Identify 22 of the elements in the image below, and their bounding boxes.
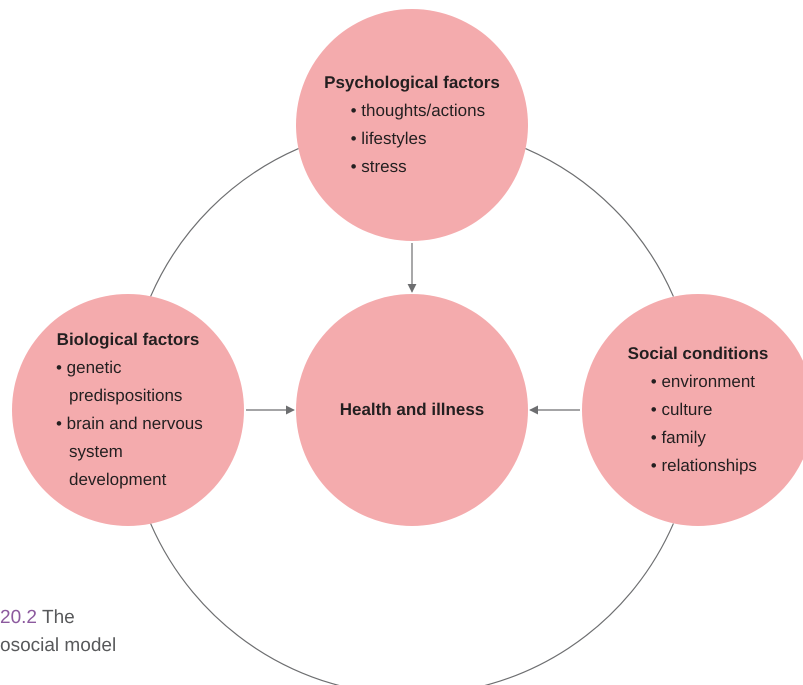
bullet-item: • family [650,427,707,449]
connector-arc [150,148,299,297]
caption-text: osocial model [0,634,118,658]
circle-heading: Psychological factors [324,72,500,94]
bullet-item: • lifestyles [350,128,428,150]
bullet-item: • stress [350,156,408,178]
bullet-item: • relationships [650,455,758,477]
bullet-item: • culture [650,399,714,421]
arrow [408,243,416,293]
arrow [529,406,580,414]
figure-number: 20.2 [0,607,37,628]
bullet-item: • thoughts/actions [350,100,486,122]
connector-arc [525,148,674,297]
connector-arc [150,523,674,685]
bullet-item: • environment [650,371,756,393]
bullet-item: • genetic predispositions [56,357,184,407]
circle-heading: Social conditions [628,343,768,365]
caption-text: The [42,607,75,628]
circle-heading: Biological factors [56,329,200,351]
bullet-item: • brain and nervous system development [56,413,204,491]
circle-heading: Health and illness [340,399,484,421]
arrow [246,406,295,414]
